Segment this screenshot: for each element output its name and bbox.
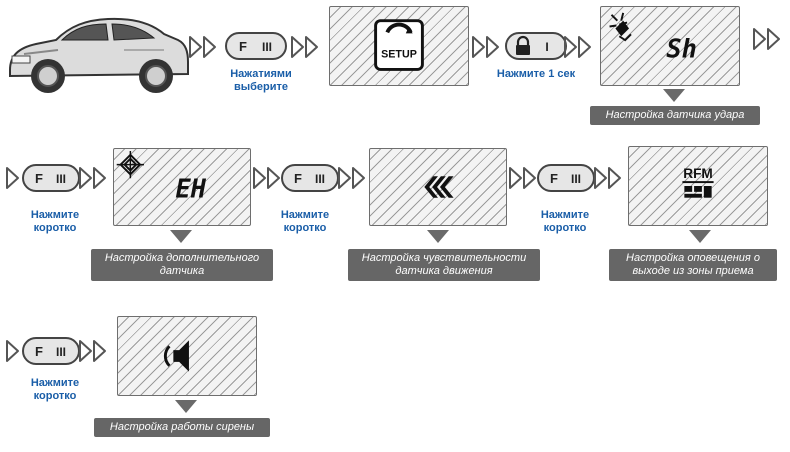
double-chevron-icon <box>753 28 780 50</box>
button-label-right: III <box>571 172 581 186</box>
rfm-icon: RFM <box>682 166 714 198</box>
button-label-left: F <box>294 171 302 186</box>
caption-extra: Настройка дополнительного датчика <box>91 249 273 281</box>
double-chevron-icon <box>472 36 499 58</box>
setup-icon: SETUP <box>374 19 424 71</box>
hint-press-short: Нажмите коротко <box>30 209 80 234</box>
button-f3[interactable]: F III <box>22 164 80 192</box>
motion-sensor-icon <box>424 176 454 198</box>
double-chevron-icon <box>79 167 106 189</box>
hint-select: Нажатиями выберите <box>230 68 292 93</box>
extra-sensor-icon <box>116 150 144 179</box>
button-label-right: III <box>262 40 272 54</box>
button-label-right: III <box>56 172 66 186</box>
lock-icon <box>516 35 530 55</box>
button-f3[interactable]: F III <box>281 164 339 192</box>
caption-siren: Настройка работы сирены <box>94 418 270 437</box>
chevron-icon <box>6 340 19 362</box>
double-chevron-icon <box>594 167 621 189</box>
button-label-left: F <box>35 171 43 186</box>
button-lock[interactable]: I <box>505 32 567 60</box>
hint-press-short: Нажмите коротко <box>540 209 590 234</box>
hint-press-1sec: Нажмите 1 сек <box>496 68 576 80</box>
shock-sensor-icon <box>609 12 632 42</box>
button-label-right: I <box>545 40 548 54</box>
display-text: EH <box>176 174 207 204</box>
caption-range: Настройка оповещения о выходе из зоны пр… <box>609 249 777 281</box>
button-f3[interactable]: F III <box>225 32 287 60</box>
arrow-down-icon <box>427 230 449 243</box>
arrow-down-icon <box>663 89 685 102</box>
button-label-left: F <box>550 171 558 186</box>
car-image <box>9 17 189 93</box>
siren-display <box>117 316 257 396</box>
button-label-right: III <box>56 345 66 359</box>
double-chevron-icon <box>253 167 280 189</box>
arrow-down-icon <box>689 230 711 243</box>
setup-label: SETUP <box>381 49 417 61</box>
rfm-label: RFM <box>683 166 713 181</box>
hint-press-short: Нажмите коротко <box>280 209 330 234</box>
shock-display: Sh <box>600 6 740 86</box>
hint-press-short: Нажмите коротко <box>30 377 80 402</box>
arrow-down-icon <box>175 400 197 413</box>
double-chevron-icon <box>564 36 591 58</box>
caption-shock: Настройка датчика удара <box>590 106 760 125</box>
arrow-down-icon <box>170 230 192 243</box>
extra-sensor-display: EH <box>113 148 251 226</box>
button-label-left: F <box>239 39 247 54</box>
button-f3[interactable]: F III <box>537 164 595 192</box>
double-chevron-icon <box>509 167 536 189</box>
chevron-icon <box>6 167 19 189</box>
double-chevron-icon <box>338 167 365 189</box>
button-f3[interactable]: F III <box>22 337 80 365</box>
double-chevron-icon <box>79 340 106 362</box>
siren-icon <box>163 340 189 372</box>
button-label-right: III <box>315 172 325 186</box>
double-chevron-icon <box>189 36 216 58</box>
rfm-display: RFM <box>628 146 768 226</box>
motion-sensor-display <box>369 148 507 226</box>
display-text: Sh <box>666 34 697 64</box>
setup-display: SETUP <box>329 6 469 86</box>
caption-motion: Настройка чувствительности датчика движе… <box>348 249 540 281</box>
double-chevron-icon <box>291 36 318 58</box>
button-label-left: F <box>35 344 43 359</box>
